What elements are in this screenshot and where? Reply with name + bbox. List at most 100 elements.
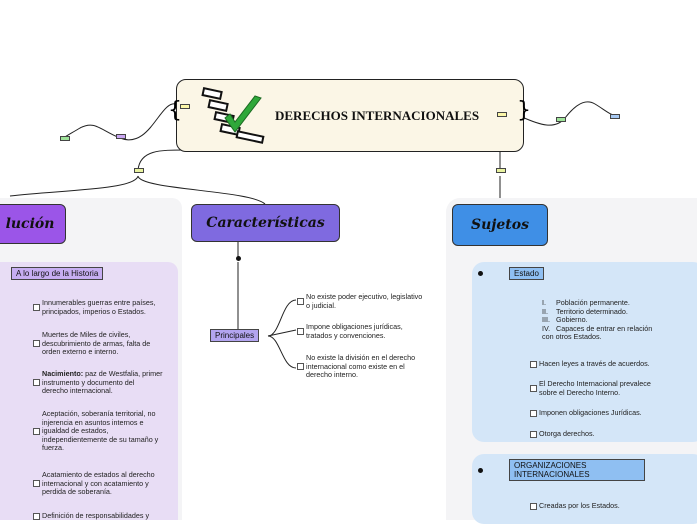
- topic-leaf-line: fuerza.: [42, 443, 64, 453]
- topic-leaf[interactable]: Muertes de Miles de civiles,descubrimien…: [33, 330, 173, 357]
- link-icon[interactable]: [610, 114, 620, 119]
- topic-leaf-line: internacional como existe en el: [306, 361, 405, 371]
- topic-leaf-text: Definición de responsabilidades y: [42, 511, 150, 521]
- checkbox-icon[interactable]: [530, 360, 537, 368]
- node-dot: [236, 256, 241, 261]
- checkbox-icon[interactable]: [33, 480, 40, 488]
- topic-leaf-line: Nacimiento: paz de Westfalia, primer: [42, 369, 163, 379]
- topic-leaf[interactable]: Creadas por los Estados.: [530, 501, 670, 511]
- topic-leaf-line: perdida de soberanía.: [42, 487, 112, 497]
- topic-leaf-line: injerencia en asuntos internos e: [42, 417, 144, 427]
- topic-leaf-line: Acatamiento de estados al derecho: [42, 470, 155, 479]
- link-icon[interactable]: [556, 117, 566, 122]
- central-topic[interactable]: DERECHOS INTERNACIONALES { }: [168, 79, 531, 152]
- topic-leaf-line-text: paz de Westfalia, primer: [83, 369, 163, 378]
- checkbox-icon[interactable]: [33, 512, 40, 520]
- topic-leaf[interactable]: Definición de responsabilidades y: [33, 511, 173, 521]
- estado-label[interactable]: Estado: [509, 267, 544, 280]
- topic-leaf-line: No existe poder ejecutivo, legislativo: [306, 292, 423, 301]
- requisito-item: IV.Capaces de entrar en relación: [530, 323, 670, 334]
- topic-leaf-text: Impone obligaciones jurídicas,tratados y…: [306, 322, 403, 340]
- historia-label[interactable]: A lo largo de la Historia: [11, 267, 104, 280]
- topic-leaf-line: El Derecho Internacional prevalece: [539, 379, 651, 388]
- principales-label[interactable]: Principales: [210, 329, 260, 342]
- requisito-text: Capaces de entrar en relación: [556, 323, 653, 333]
- right-brace-icon: }: [517, 98, 531, 123]
- link-icon[interactable]: [496, 168, 506, 173]
- topic-leaf-line: Aceptación, soberanía territorial, no: [42, 409, 156, 418]
- node-dot: [478, 271, 483, 276]
- link-icon[interactable]: [180, 104, 190, 109]
- requisito-num: I.: [542, 298, 546, 307]
- link-icon[interactable]: [497, 112, 507, 117]
- requisito-text: Población permanente.: [556, 298, 630, 307]
- estado-requisitos-tail: con otros Estados.: [542, 332, 602, 342]
- requisito-num: III.: [542, 315, 550, 325]
- topic-leaf-text: Imponen obligaciones Jurídicas.: [539, 408, 642, 418]
- topic-leaf-line: independientemente de su tamaño y: [42, 434, 159, 444]
- estado-requisitos[interactable]: I. Población permanente.II.Territorio det…: [530, 298, 670, 342]
- checklist-icon: [201, 87, 265, 144]
- topic-leaf-line: Muertes de Miles de civiles,: [42, 330, 131, 339]
- topic-leaf-line: Imponen obligaciones Jurídicas.: [539, 408, 642, 417]
- topic-leaf-line: descubrimiento de armas, falta de: [42, 338, 151, 348]
- checkbox-icon[interactable]: [297, 328, 304, 336]
- topic-leaf-line: tratados y convenciones.: [306, 330, 386, 340]
- link-icon[interactable]: [60, 136, 70, 141]
- topic-leaf[interactable]: Hacen leyes a través de acuerdos.: [530, 359, 670, 369]
- topic-leaf-text: Muertes de Miles de civiles,descubrimien…: [42, 330, 151, 357]
- historia-subpanel: [0, 262, 178, 520]
- topic-leaf-text: Hacen leyes a través de acuerdos.: [539, 359, 650, 369]
- central-topic-label: DERECHOS INTERNACIONALES: [275, 108, 480, 123]
- checkbox-icon[interactable]: [530, 409, 537, 417]
- checkbox-icon[interactable]: [530, 385, 537, 393]
- topic-leaf-text: Otorga derechos.: [539, 429, 595, 439]
- topic-leaf-line: igualdad de estados,: [42, 426, 109, 436]
- topic-leaf[interactable]: Imponen obligaciones Jurídicas.: [530, 408, 670, 418]
- organizaciones-label-line: INTERNACIONALES: [514, 470, 590, 479]
- topic-leaf-text: Innumerables guerras entre países,princi…: [42, 298, 155, 316]
- requisito-item: I. Población permanente.: [530, 298, 670, 308]
- checkbox-icon[interactable]: [33, 340, 40, 348]
- topic-leaf-line: sobre el Derecho Interno.: [539, 387, 621, 397]
- link-icon[interactable]: [134, 168, 144, 173]
- topic-leaf-bold: Nacimiento:: [42, 369, 84, 378]
- topic-leaf[interactable]: Impone obligaciones jurídicas,tratados y…: [297, 322, 437, 340]
- left-brace-icon: {: [168, 98, 182, 123]
- topic-leaf[interactable]: Innumerables guerras entre países,princi…: [33, 298, 173, 316]
- checkbox-icon[interactable]: [530, 502, 537, 510]
- checkbox-icon[interactable]: [33, 427, 40, 435]
- branch-evolucion[interactable]: lución: [0, 204, 66, 244]
- requisito-item: II.Territorio determinado.: [530, 307, 670, 317]
- checkbox-icon[interactable]: [297, 298, 304, 306]
- checkbox-icon[interactable]: [33, 304, 40, 312]
- branch-caracteristicas[interactable]: Características: [191, 204, 340, 242]
- link-icon[interactable]: [116, 134, 126, 139]
- checkbox-icon[interactable]: [530, 430, 537, 438]
- topic-leaf-line: Creadas por los Estados.: [539, 501, 620, 510]
- topic-leaf-line: Definición de responsabilidades y: [42, 511, 150, 520]
- estado-subpanel: [472, 262, 697, 442]
- checkbox-icon[interactable]: [297, 363, 304, 371]
- estado-requisitos-list: I. Población permanente.II.Territorio det…: [530, 298, 670, 334]
- checkbox-icon[interactable]: [33, 379, 40, 387]
- topic-leaf-text: Creadas por los Estados.: [539, 501, 620, 511]
- topic-leaf[interactable]: Otorga derechos.: [530, 429, 670, 439]
- organizaciones-label[interactable]: ORGANIZACIONES INTERNACIONALES: [509, 459, 645, 481]
- requisito-item: III. Gobierno.: [530, 315, 670, 325]
- topic-leaf-line: principados, imperios o Estados.: [42, 306, 146, 316]
- branch-sujetos[interactable]: Sujetos: [452, 204, 548, 246]
- organizaciones-label-line: ORGANIZACIONES: [514, 461, 587, 470]
- requisito-text: Gobierno.: [556, 315, 588, 325]
